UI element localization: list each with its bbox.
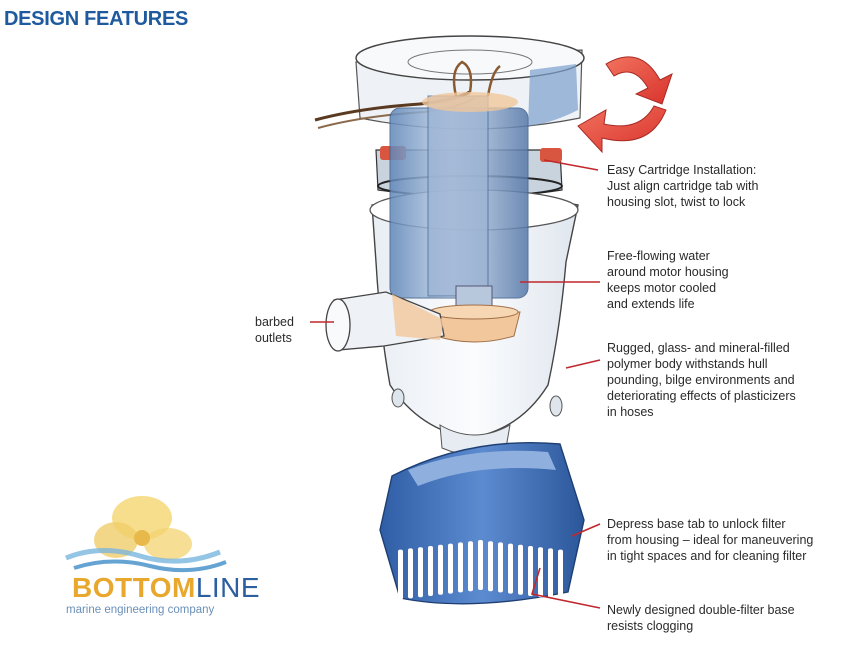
callout-line: Just align cartridge tab with xyxy=(607,179,759,193)
motor-cartridge xyxy=(389,92,529,309)
strainer-slot xyxy=(438,544,443,595)
callout-line: outlets xyxy=(255,331,292,345)
callout-line: deteriorating effects of plasticizers xyxy=(607,389,796,403)
callout-line: pounding, bilge environments and xyxy=(607,373,795,387)
strainer-base xyxy=(379,441,585,605)
callout-line: Free-flowing water xyxy=(607,249,710,263)
strainer-slot xyxy=(528,546,533,596)
callout-water: Free-flowing water around motor housing … xyxy=(607,248,729,312)
strainer-slot xyxy=(398,549,403,600)
leader-body xyxy=(565,359,601,369)
callout-cartridge: Easy Cartridge Installation: Just align … xyxy=(607,162,758,210)
curved-twist-arrow-icon xyxy=(577,56,673,154)
leader-lines xyxy=(310,159,601,609)
callout-line: from housing – ideal for maneuvering xyxy=(607,533,814,547)
callout-base-tab: Depress base tab to unlock filter from h… xyxy=(607,516,813,564)
strainer-slot xyxy=(478,540,483,590)
leader-cartridge xyxy=(543,159,599,171)
logo-word-bottom: BOTTOM xyxy=(72,572,196,603)
cartridge-tab-right xyxy=(540,148,562,162)
strainer-slot xyxy=(498,542,503,593)
callout-line: resists clogging xyxy=(607,619,694,633)
logo-wordmark: BOTTOMLINE xyxy=(72,572,260,604)
callout-line: in tight spaces and for cleaning filter xyxy=(607,549,807,563)
propeller-logo-icon xyxy=(65,496,227,573)
callout-line: Easy Cartridge Installation: xyxy=(607,163,757,177)
strainer-slot xyxy=(508,543,513,594)
strainer-slot xyxy=(468,541,473,592)
callout-line: keeps motor cooled xyxy=(607,281,717,295)
barbed-outlet xyxy=(325,291,445,352)
leader-base-tab xyxy=(571,523,601,537)
bottomline-logo: BOTTOMLINE marine engineering company xyxy=(60,488,260,623)
callout-line: Depress base tab to unlock filter xyxy=(607,517,786,531)
strainer-slot xyxy=(538,547,543,598)
callout-line: around motor housing xyxy=(607,265,729,279)
logo-word-line: LINE xyxy=(195,572,261,603)
callout-line: barbed xyxy=(255,315,294,329)
callout-line: Rugged, glass- and mineral-filled xyxy=(607,341,790,355)
strainer-slot xyxy=(418,547,423,598)
callout-line: and extends life xyxy=(607,297,695,311)
strainer-slot xyxy=(548,548,553,599)
logo-tagline: marine engineering company xyxy=(66,604,215,616)
callout-line: housing slot, twist to lock xyxy=(607,195,746,209)
callout-body: Rugged, glass- and mineral-filled polyme… xyxy=(607,340,796,420)
strainer-slot xyxy=(408,548,413,599)
strainer-slot xyxy=(458,542,463,593)
page-title: DESIGN FEATURES xyxy=(4,8,189,30)
callout-filter: Newly designed double-filter base resist… xyxy=(607,602,795,634)
strainer-slot xyxy=(518,544,523,595)
impeller xyxy=(429,304,521,343)
strainer-slot xyxy=(428,546,433,596)
top-cap xyxy=(355,35,585,130)
callout-line: polymer body withstands hull xyxy=(607,357,768,371)
strainer-slot xyxy=(488,541,493,592)
callout-line: Newly designed double-filter base xyxy=(607,603,795,617)
callout-line: in hoses xyxy=(607,405,654,419)
callout-outlets: barbed outlets xyxy=(255,314,294,346)
leader-filter xyxy=(530,567,601,609)
strainer-slot xyxy=(558,549,563,600)
strainer-slot xyxy=(448,543,453,594)
